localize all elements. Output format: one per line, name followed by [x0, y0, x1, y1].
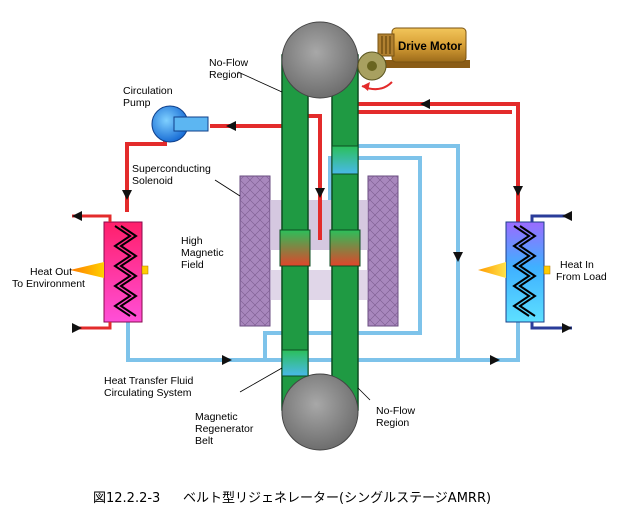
label-htf-1: Heat Transfer Fluid: [104, 375, 193, 387]
arrow-hot-out-left: [72, 323, 82, 333]
cold-pipe-outer-return: [355, 144, 460, 360]
cold-pipe-left-bottom: [126, 318, 520, 362]
caption-title: ベルト型リジェネレーター(シングルステージAMRR): [183, 491, 491, 506]
drive-motor: Drive Motor: [357, 27, 470, 81]
arrow-hot-in-left: [72, 211, 82, 221]
diagram-labels: No-Flow Region Circulation Pump Supercon…: [12, 57, 607, 447]
figure-caption: 図12.2.2-3 ベルト型リジェネレーター(シングルステージAMRR): [93, 491, 491, 506]
arrow-bottom-left: [222, 355, 232, 365]
arrow-cold-return: [453, 252, 463, 262]
label-mag-belt-3: Belt: [195, 435, 213, 447]
label-no-flow-bottom-2: Region: [376, 417, 409, 429]
heat-out-flame: [70, 262, 104, 278]
arrow-pump-line: [226, 121, 236, 131]
label-high-field-3: Field: [181, 259, 204, 271]
regenerator-bed-right-cold: [331, 145, 359, 175]
regenerator-bed-left-cold: [281, 349, 309, 377]
label-circ-pump-1: Circulation: [123, 85, 173, 97]
motor-cooling-fins: [381, 36, 391, 54]
cold-exchanger-body: [505, 221, 545, 323]
heat-exchanger-hot: [70, 221, 149, 323]
hot-exchanger-out-pipe: [72, 322, 112, 330]
hot-exchanger-coil-a: [113, 225, 132, 317]
label-no-flow-top-1: No-Flow: [209, 57, 249, 69]
arrow-down-to-exchanger: [122, 190, 132, 200]
label-high-field-2: Magnetic: [181, 247, 224, 259]
label-heat-out-1: Heat Out: [30, 266, 72, 278]
label-heat-in-2: From Load: [556, 271, 607, 283]
regenerator-bed-right-hot: [329, 229, 361, 267]
heat-in-flame: [478, 262, 506, 278]
label-high-field-1: High: [181, 235, 203, 247]
cold-pipe-inner-return: [263, 156, 422, 360]
label-sc-solenoid-2: Solenoid: [132, 175, 173, 187]
cold-exchanger-out-pipe: [530, 322, 572, 330]
magnetic-regenerator-belt: [279, 21, 361, 451]
caption-figure-number: 図12.2.2-3: [93, 491, 160, 506]
hot-pipe-inner-b: [333, 110, 512, 126]
label-circ-pump-2: Pump: [123, 97, 151, 109]
label-no-flow-bottom-1: No-Flow: [376, 405, 416, 417]
arrow-top-loop: [420, 99, 430, 109]
label-heat-in-1: Heat In: [560, 259, 594, 271]
label-mag-belt-2: Regenerator: [195, 423, 254, 435]
cold-exchanger-coil-b: [518, 225, 537, 317]
leader-lines: [214, 71, 371, 401]
circulation-pump: [151, 105, 209, 143]
flow-arrows: [72, 99, 572, 365]
drive-motor-label: Drive Motor: [398, 41, 462, 53]
arrow-bottom-right: [490, 355, 500, 365]
pump-outlet: [173, 116, 209, 132]
arrow-bed-feed: [315, 188, 325, 198]
label-sc-solenoid-1: Superconducting: [132, 163, 211, 175]
top-pulley: [281, 21, 359, 99]
label-heat-out-2: To Environment: [12, 278, 85, 290]
arrow-cold-in-right: [562, 211, 572, 221]
hot-exchanger-in-pipe: [72, 214, 112, 222]
hot-exchanger-coil-b: [119, 225, 138, 317]
label-no-flow-top-2: Region: [209, 69, 242, 81]
arrow-right-down: [513, 186, 523, 196]
cold-exchanger-in-pipe: [530, 214, 572, 222]
bottom-pulley: [281, 373, 359, 451]
cold-fluid-loop: [126, 144, 520, 362]
arrow-cold-out-right: [562, 323, 572, 333]
heat-exchanger-cold: [478, 221, 551, 323]
motor-base: [378, 60, 470, 68]
label-mag-belt-1: Magnetic: [195, 411, 238, 423]
regenerator-bed-left-hot: [279, 229, 311, 267]
cold-exchanger-coil-a: [512, 225, 531, 317]
label-htf-2: Circulating System: [104, 387, 192, 399]
